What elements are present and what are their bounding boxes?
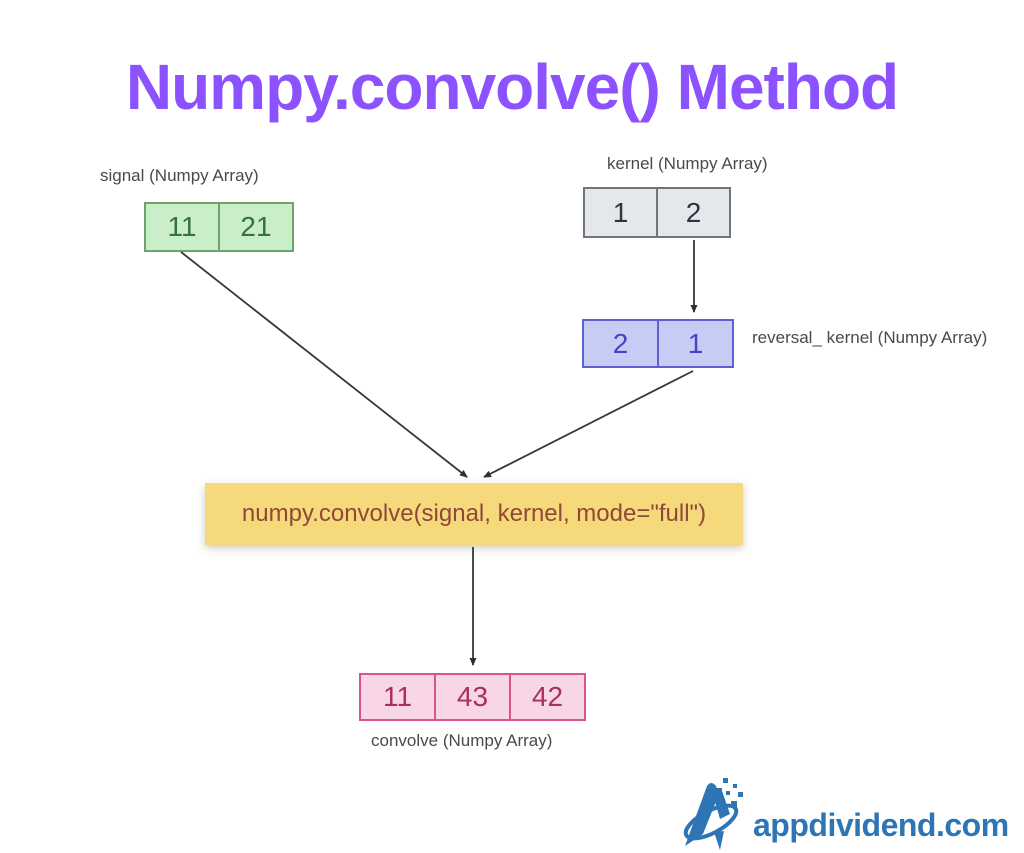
signal-array: 11 21 xyxy=(144,202,294,252)
reversal-kernel-cell-0: 2 xyxy=(584,321,657,366)
branding-website: appdividend.com xyxy=(753,806,1009,843)
signal-label: signal (Numpy Array) xyxy=(100,166,259,185)
kernel-array: 1 2 xyxy=(583,187,731,238)
kernel-label: kernel (Numpy Array) xyxy=(607,154,768,173)
result-cell-1: 43 xyxy=(434,675,509,719)
arrow-reversal-to-function xyxy=(483,370,694,478)
arrow-signal-to-function xyxy=(180,251,468,478)
branding: appdividend.com xyxy=(681,776,1009,852)
result-cell-2: 42 xyxy=(509,675,584,719)
reversal-kernel-label: reversal_ kernel (Numpy Array) xyxy=(752,328,988,347)
reversal-kernel-array: 2 1 xyxy=(582,319,734,368)
convolve-function-code: numpy.convolve(signal, kernel, mode="ful… xyxy=(241,500,707,527)
reversal-kernel-cell-1: 1 xyxy=(657,321,732,366)
signal-cell-0: 11 xyxy=(146,204,218,250)
signal-cell-1: 21 xyxy=(218,204,292,250)
result-label: convolve (Numpy Array) xyxy=(371,731,553,750)
convolve-function-box: numpy.convolve(signal, kernel, mode="ful… xyxy=(205,483,743,545)
kernel-cell-0: 1 xyxy=(585,189,656,236)
page-title: Numpy.convolve() Method xyxy=(125,51,899,123)
result-array: 11 43 42 xyxy=(359,673,586,721)
result-cell-0: 11 xyxy=(361,675,434,719)
appdividend-logo-icon xyxy=(683,778,743,850)
kernel-cell-1: 2 xyxy=(656,189,729,236)
